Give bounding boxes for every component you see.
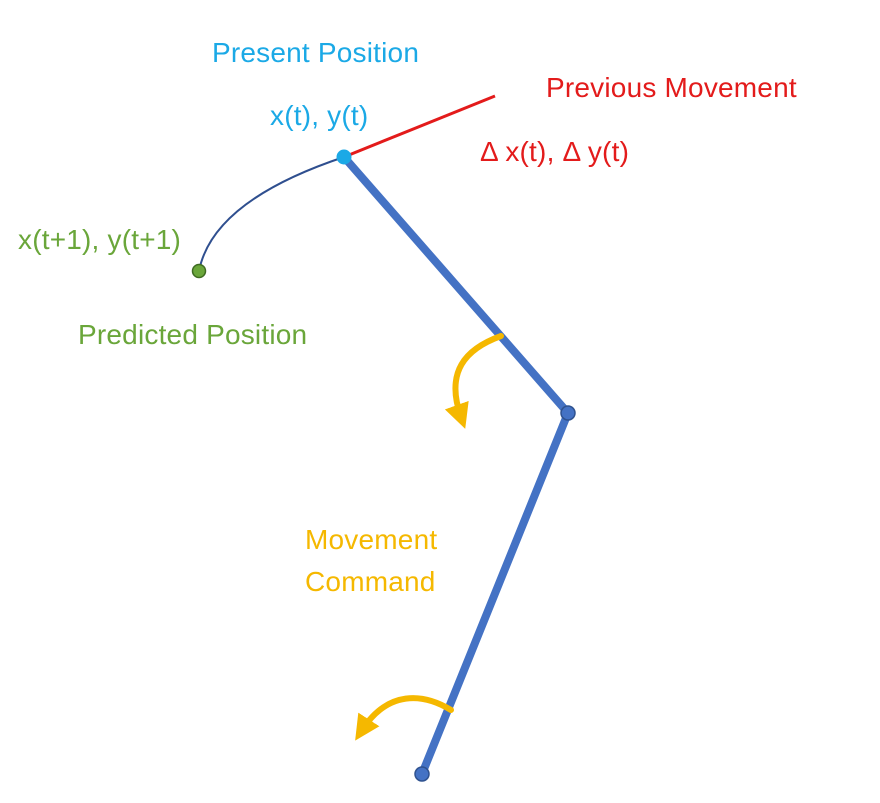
elbow-joint bbox=[560, 405, 576, 421]
present-position-title: Present Position bbox=[212, 37, 420, 68]
previous-movement-title: Previous Movement bbox=[546, 72, 797, 103]
lower-movement-command-arrow bbox=[355, 695, 454, 741]
previous-movement-vector bbox=[343, 94, 496, 159]
present-position-coords: x(t), y(t) bbox=[270, 100, 369, 131]
lower-arm-link bbox=[418, 409, 572, 778]
base-joint bbox=[414, 766, 430, 782]
predicted-position-coords: x(t+1), y(t+1) bbox=[18, 224, 182, 255]
predicted-position-title: Predicted Position bbox=[78, 319, 308, 350]
present-position-point bbox=[336, 149, 352, 165]
movement-command-line2: Command bbox=[305, 566, 436, 597]
movement-command-label: Movement Command bbox=[305, 519, 505, 603]
movement-command-line1: Movement bbox=[305, 524, 438, 555]
predicted-trajectory-arc bbox=[198, 156, 345, 272]
predicted-position-point bbox=[191, 263, 207, 279]
upper-movement-command-arrow bbox=[444, 333, 504, 429]
previous-movement-delta: Δ x(t), Δ y(t) bbox=[480, 136, 630, 167]
upper-arm-link bbox=[340, 153, 572, 417]
